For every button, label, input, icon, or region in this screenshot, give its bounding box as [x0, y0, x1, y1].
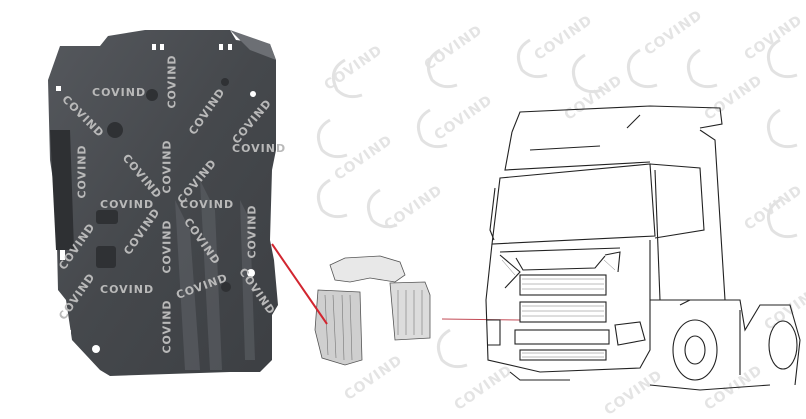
pointer-line — [441, 318, 521, 321]
watermark: COVIND — [92, 86, 147, 99]
watermark: COVIND — [232, 142, 287, 155]
watermark: COVIND — [100, 198, 155, 211]
pointer-line — [271, 243, 328, 325]
watermark: COVIND — [180, 198, 235, 211]
part-photo — [48, 30, 278, 376]
watermark: COVIND — [100, 283, 155, 296]
